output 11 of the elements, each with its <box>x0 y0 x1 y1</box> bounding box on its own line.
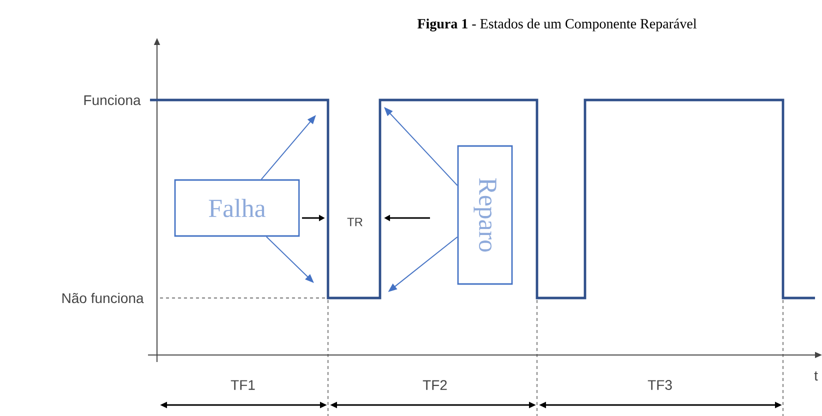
time-label: TF3 <box>648 380 672 390</box>
time-label: TF2 <box>422 380 447 390</box>
label-box: Falha <box>174 179 300 237</box>
axis-label: Funciona <box>84 94 141 106</box>
label-box: Reparo <box>457 145 513 285</box>
time-label: TF1 <box>230 380 255 390</box>
figure-title: Figura 1 - Estados de um Componente Reparável <box>417 18 697 32</box>
time-label: TR <box>347 218 362 226</box>
leader-line <box>266 236 314 283</box>
axis-label: Não funciona <box>62 292 144 304</box>
axis-label: t <box>814 371 818 381</box>
